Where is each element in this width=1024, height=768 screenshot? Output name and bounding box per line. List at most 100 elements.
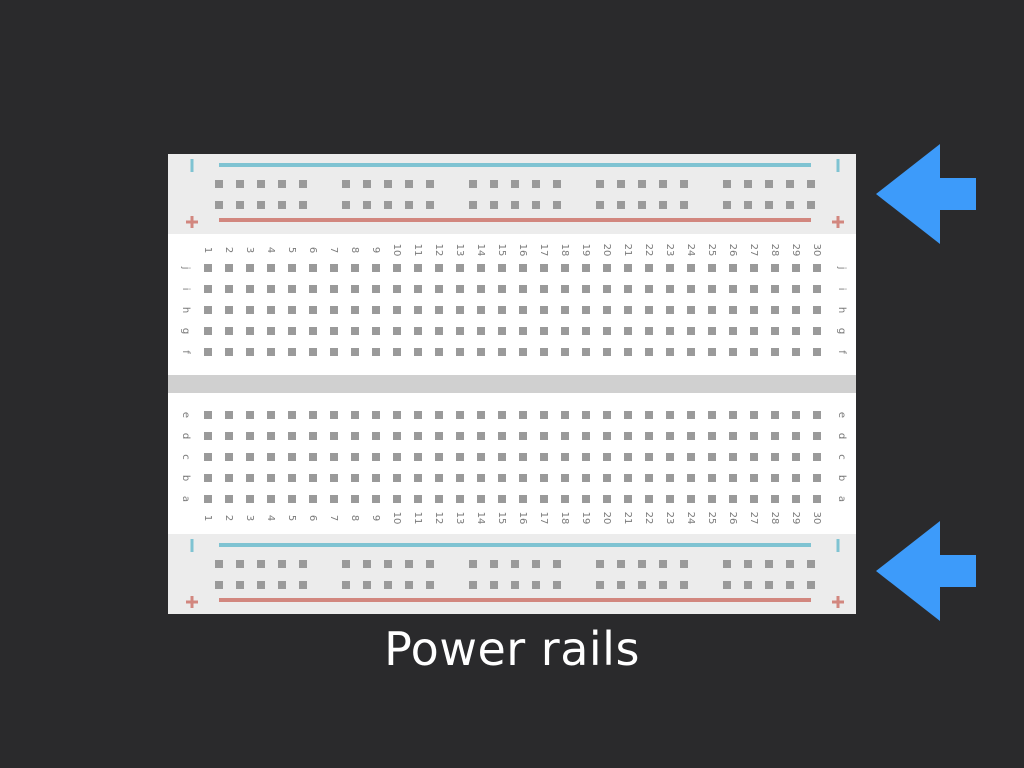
terminal-hole bbox=[372, 348, 380, 356]
caption: Power rails bbox=[384, 622, 640, 676]
rail-hole bbox=[765, 180, 773, 188]
terminal-hole bbox=[288, 411, 296, 419]
terminal-hole bbox=[792, 348, 800, 356]
terminal-hole bbox=[813, 285, 821, 293]
terminal-hole bbox=[309, 474, 317, 482]
rail-hole bbox=[680, 581, 688, 589]
terminal-hole bbox=[435, 453, 443, 461]
terminal-hole bbox=[750, 264, 758, 272]
rail-hole bbox=[342, 560, 350, 568]
bottom-arrow-icon bbox=[876, 521, 976, 621]
terminal-hole bbox=[561, 453, 569, 461]
terminal-hole bbox=[771, 495, 779, 503]
terminal-hole bbox=[687, 474, 695, 482]
terminal-hole bbox=[708, 306, 716, 314]
terminal-hole bbox=[435, 264, 443, 272]
terminal-hole bbox=[414, 285, 422, 293]
terminal-hole bbox=[771, 348, 779, 356]
terminal-hole bbox=[393, 495, 401, 503]
column-number-bottom: 20 bbox=[601, 512, 612, 525]
terminal-hole bbox=[750, 474, 758, 482]
rail-hole bbox=[680, 201, 688, 209]
column-number-bottom: 8 bbox=[349, 515, 360, 521]
terminal-hole bbox=[813, 327, 821, 335]
row-letter-left: a bbox=[180, 496, 191, 502]
terminal-hole bbox=[351, 432, 359, 440]
terminal-hole bbox=[540, 285, 548, 293]
terminal-hole bbox=[246, 474, 254, 482]
terminal-hole bbox=[813, 306, 821, 314]
terminal-hole bbox=[624, 474, 632, 482]
rail-hole bbox=[659, 180, 667, 188]
rail-hole bbox=[511, 560, 519, 568]
terminal-hole bbox=[435, 285, 443, 293]
terminal-hole bbox=[708, 264, 716, 272]
terminal-hole bbox=[330, 327, 338, 335]
rail-hole bbox=[215, 560, 223, 568]
rail-hole bbox=[617, 201, 625, 209]
row-letter-right: e bbox=[836, 412, 847, 418]
terminal-hole bbox=[540, 306, 548, 314]
rail-hole bbox=[511, 180, 519, 188]
row-letter-left: b bbox=[180, 475, 191, 481]
terminal-hole bbox=[813, 453, 821, 461]
column-number-bottom: 24 bbox=[685, 512, 696, 525]
row-letter-right: f bbox=[836, 350, 847, 354]
terminal-hole bbox=[708, 453, 716, 461]
row-letter-right: d bbox=[836, 433, 847, 439]
terminal-hole bbox=[645, 264, 653, 272]
terminal-hole bbox=[708, 474, 716, 482]
column-number-bottom: 6 bbox=[307, 515, 318, 521]
rail-hole bbox=[384, 201, 392, 209]
terminal-hole bbox=[729, 306, 737, 314]
terminal-hole bbox=[372, 264, 380, 272]
terminal-hole bbox=[561, 264, 569, 272]
terminal-hole bbox=[498, 453, 506, 461]
rail-hole bbox=[596, 201, 604, 209]
terminal-hole bbox=[813, 348, 821, 356]
terminal-hole bbox=[288, 474, 296, 482]
rail-hole bbox=[744, 560, 752, 568]
column-number-bottom: 4 bbox=[265, 515, 276, 521]
row-letter-right: c bbox=[836, 454, 847, 460]
row-letter-right: g bbox=[836, 328, 847, 334]
rail-hole bbox=[426, 560, 434, 568]
terminal-hole bbox=[456, 327, 464, 335]
rail-hole bbox=[807, 180, 815, 188]
rail-hole bbox=[405, 560, 413, 568]
column-number-top: 10 bbox=[391, 244, 402, 257]
terminal-hole bbox=[351, 285, 359, 293]
terminal-hole bbox=[393, 306, 401, 314]
rail-hole bbox=[469, 201, 477, 209]
terminal-hole bbox=[687, 348, 695, 356]
terminal-hole bbox=[645, 348, 653, 356]
terminal-hole bbox=[603, 432, 611, 440]
terminal-hole bbox=[372, 453, 380, 461]
terminal-hole bbox=[687, 453, 695, 461]
terminal-hole bbox=[687, 285, 695, 293]
terminal-hole bbox=[477, 306, 485, 314]
terminal-hole bbox=[729, 327, 737, 335]
terminal-hole bbox=[372, 285, 380, 293]
terminal-hole bbox=[204, 411, 212, 419]
terminal-hole bbox=[204, 432, 212, 440]
rail-hole bbox=[723, 581, 731, 589]
terminal-hole bbox=[624, 327, 632, 335]
column-number-top: 29 bbox=[790, 244, 801, 257]
terminal-hole bbox=[330, 264, 338, 272]
terminal-hole bbox=[666, 264, 674, 272]
terminal-hole bbox=[771, 285, 779, 293]
rail-hole bbox=[384, 180, 392, 188]
terminal-hole bbox=[267, 285, 275, 293]
terminal-hole bbox=[330, 453, 338, 461]
column-number-top: 21 bbox=[622, 244, 633, 257]
rail-hole bbox=[553, 581, 561, 589]
terminal-hole bbox=[792, 495, 800, 503]
terminal-hole bbox=[477, 327, 485, 335]
rail-hole bbox=[596, 180, 604, 188]
row-letter-left: h bbox=[180, 307, 191, 313]
terminal-hole bbox=[225, 495, 233, 503]
rail-hole bbox=[215, 581, 223, 589]
terminal-hole bbox=[477, 285, 485, 293]
row-letter-left: j bbox=[180, 266, 191, 270]
